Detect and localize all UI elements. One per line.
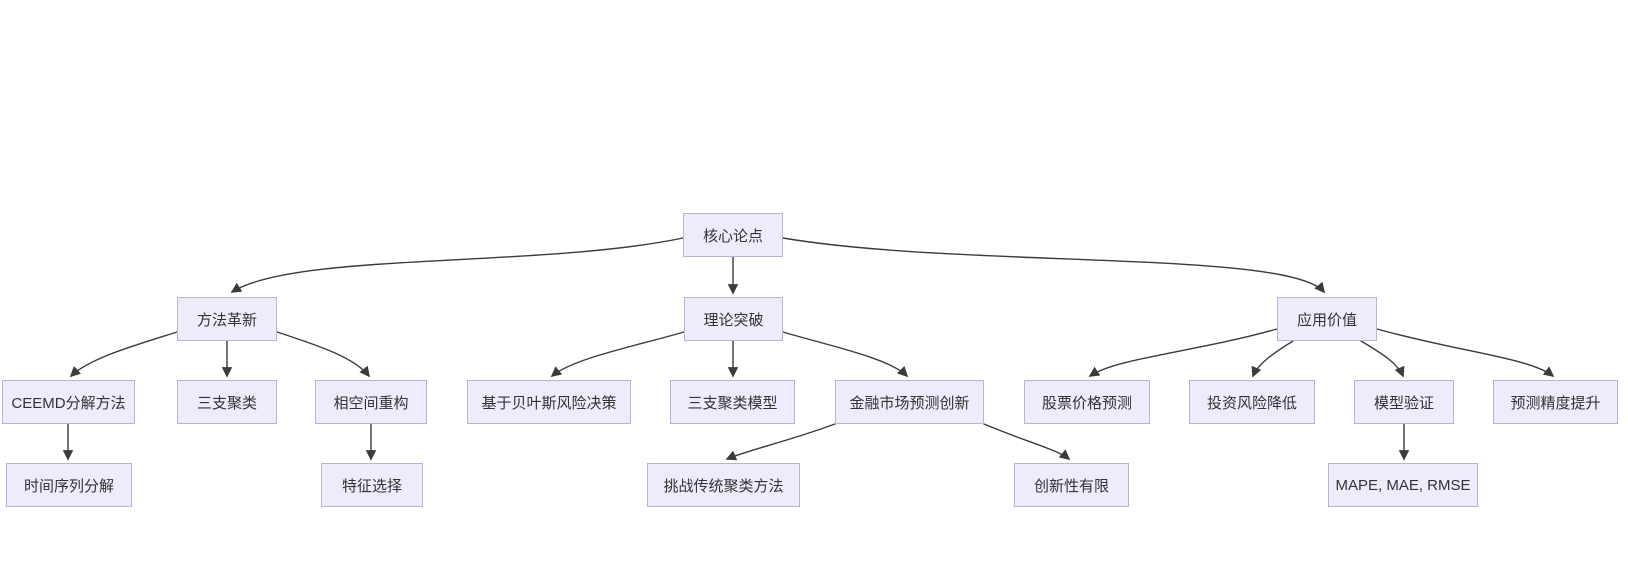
node-ceemd: CEEMD分解方法 xyxy=(2,380,135,424)
edge-application-to-precision-improvement xyxy=(1376,328,1555,377)
node-method-innovation: 方法革新 xyxy=(177,297,277,341)
node-precision-improvement: 预测精度提升 xyxy=(1493,380,1618,424)
node-investment-risk-reduction: 投资风险降低 xyxy=(1189,380,1315,424)
node-finance-forecast-innovation: 金融市场预测创新 xyxy=(835,380,984,424)
node-bayes-risk-decision: 基于贝叶斯风险决策 xyxy=(467,380,631,424)
node-phase-space: 相空间重构 xyxy=(315,380,427,424)
node-theory-breakthrough: 理论突破 xyxy=(684,297,783,341)
edge-method-to-ceemd xyxy=(69,331,178,378)
edge-application-to-model-validation xyxy=(1360,340,1405,378)
node-feature-selection: 特征选择 xyxy=(321,463,423,507)
node-stock-price-prediction: 股票价格预测 xyxy=(1024,380,1150,424)
node-time-series-decomposition: 时间序列分解 xyxy=(6,463,132,507)
node-core: 核心论点 xyxy=(683,213,783,257)
node-metrics: MAPE, MAE, RMSE xyxy=(1328,463,1478,507)
node-application-value: 应用价值 xyxy=(1277,297,1377,341)
edge-application-to-stock-price-prediction xyxy=(1088,328,1278,377)
edge-finance-to-challenge-traditional-clustering xyxy=(725,423,836,461)
edge-application-to-investment-risk-reduction xyxy=(1251,340,1294,378)
edge-theory-to-bayes-risk-decision xyxy=(550,331,685,377)
node-limited-innovation: 创新性有限 xyxy=(1014,463,1129,507)
node-challenge-traditional-clustering: 挑战传统聚类方法 xyxy=(647,463,800,507)
node-model-validation: 模型验证 xyxy=(1354,380,1454,424)
edge-core-to-application-value xyxy=(782,237,1325,294)
edge-core-to-method-innovation xyxy=(230,237,684,293)
edge-finance-to-limited-innovation xyxy=(983,423,1071,460)
edge-method-to-phase-space xyxy=(276,331,370,378)
edge-theory-to-finance-forecast-innovation xyxy=(782,331,909,378)
node-three-way-clustering: 三支聚类 xyxy=(177,380,277,424)
node-three-way-model: 三支聚类模型 xyxy=(670,380,795,424)
